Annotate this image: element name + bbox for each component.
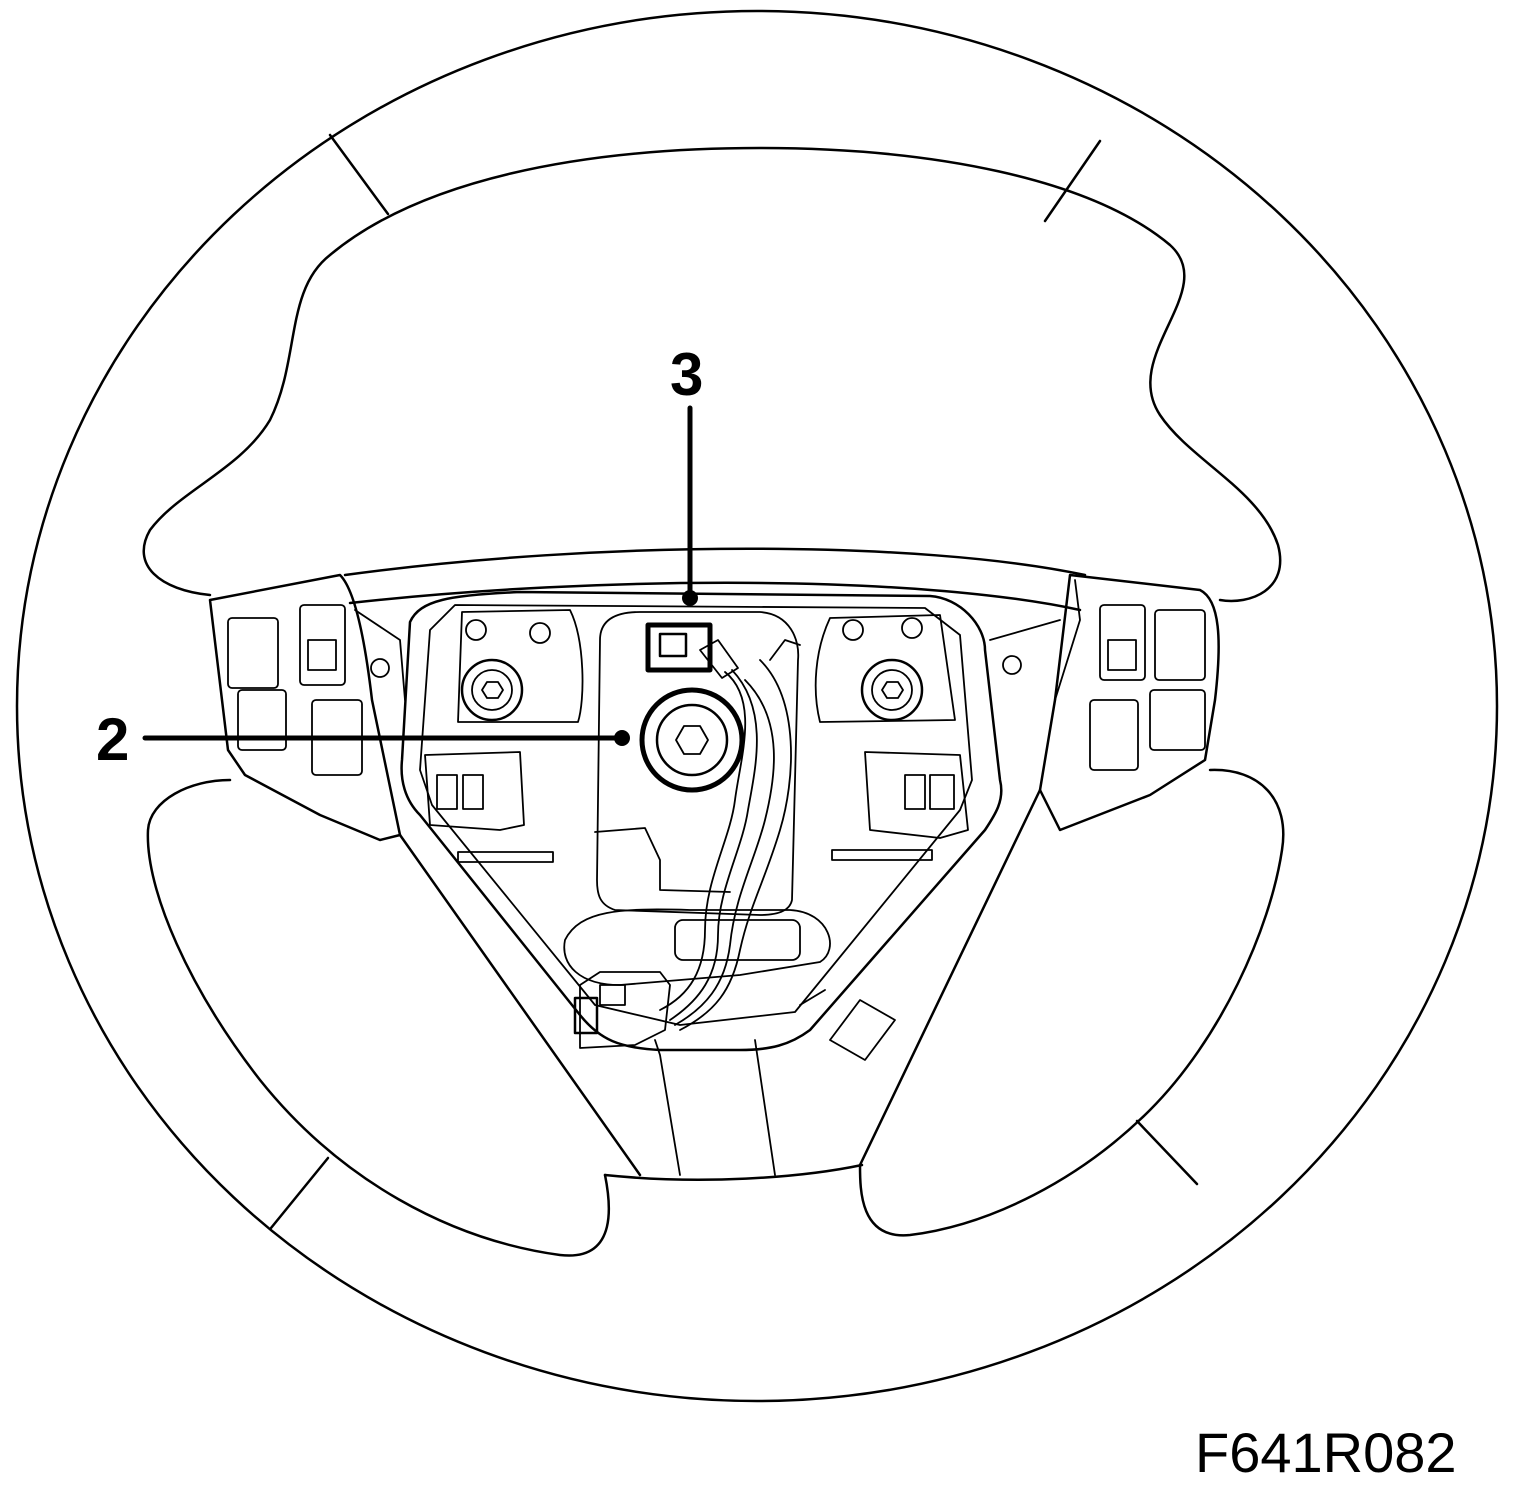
callout-2-dot xyxy=(614,730,630,746)
hub-assembly xyxy=(343,547,1087,1177)
callout-2-label: 2 xyxy=(96,706,129,773)
callout-3-dot xyxy=(682,590,698,606)
callout-2: 2 xyxy=(96,706,630,773)
callout-3: 3 xyxy=(670,341,703,606)
figure-id: F641R082 xyxy=(1195,1421,1457,1484)
left-switch-module xyxy=(208,573,406,842)
steering-wheel-rim xyxy=(15,9,1499,1403)
steering-wheel-inner-rim xyxy=(142,146,1285,1257)
right-switch-module xyxy=(989,573,1220,832)
callout-3-label: 3 xyxy=(670,341,703,408)
